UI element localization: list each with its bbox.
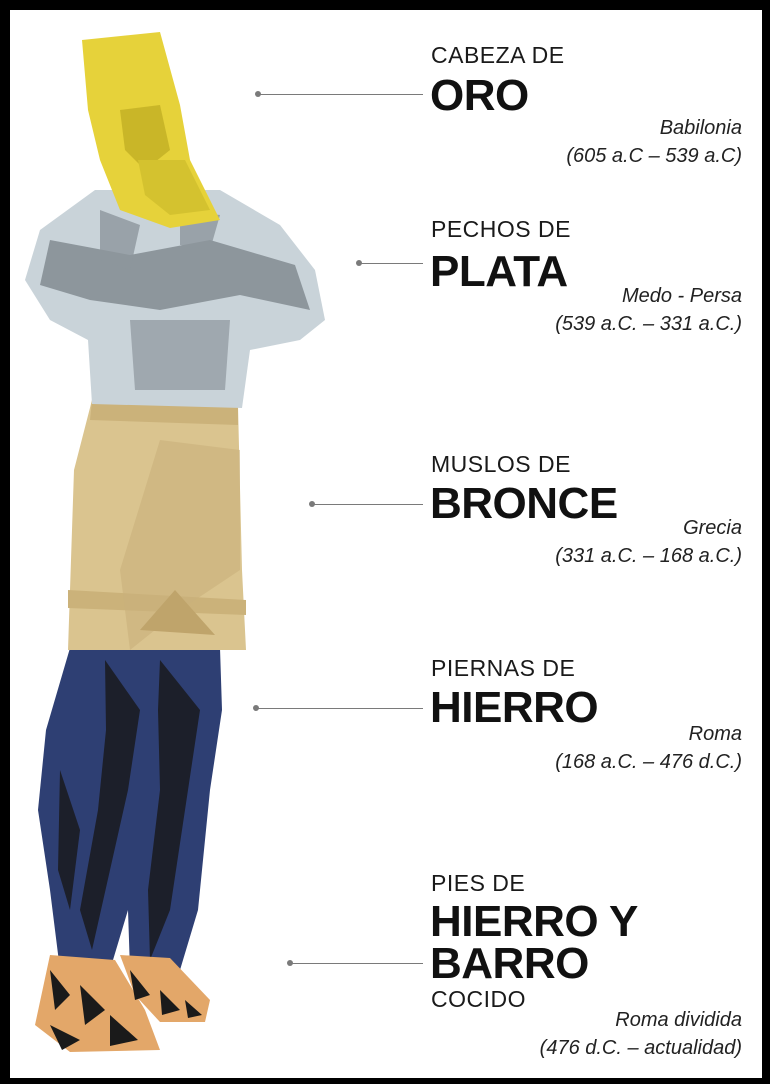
empire-label: Roma dividida (476 d.C. – actualidad) (540, 1006, 742, 1062)
empire-name: Roma dividida (540, 1006, 742, 1034)
prefix-label: PIERNAS DE (431, 655, 575, 682)
metal-label: ORO (430, 74, 529, 118)
empire-name: Grecia (555, 514, 742, 542)
bronze-thighs-illustration (68, 400, 246, 650)
clay-feet-illustration (35, 955, 210, 1052)
prefix-label: PECHOS DE (431, 216, 571, 243)
metal-label: PLATA (430, 250, 568, 294)
empire-label: Roma (168 a.C. – 476 d.C.) (555, 720, 742, 776)
empire-name: Babilonia (566, 114, 742, 142)
empire-label: Medo - Persa (539 a.C. – 331 a.C.) (555, 282, 742, 338)
metal-label-line1: HIERRO Y (430, 900, 638, 944)
prefix-label: CABEZA DE (431, 42, 565, 69)
empire-label: Babilonia (605 a.C – 539 a.C) (566, 114, 742, 170)
prefix-label: MUSLOS DE (431, 451, 571, 478)
metal-label-line2: BARRO (430, 942, 589, 986)
statue-illustration (10, 10, 350, 1078)
prefix-label: PIES DE (431, 870, 525, 897)
iron-legs-illustration (38, 648, 222, 970)
statue-diagram: CABEZA DE ORO Babilonia (605 a.C – 539 a… (10, 10, 762, 1078)
empire-period: (539 a.C. – 331 a.C.) (555, 310, 742, 338)
empire-period: (168 a.C. – 476 d.C.) (555, 748, 742, 776)
empire-name: Medo - Persa (555, 282, 742, 310)
empire-period: (605 a.C – 539 a.C) (566, 142, 742, 170)
empire-period: (476 d.C. – actualidad) (540, 1034, 742, 1062)
suffix-label: COCIDO (431, 986, 526, 1013)
empire-name: Roma (555, 720, 742, 748)
empire-period: (331 a.C. – 168 a.C.) (555, 542, 742, 570)
empire-label: Grecia (331 a.C. – 168 a.C.) (555, 514, 742, 570)
